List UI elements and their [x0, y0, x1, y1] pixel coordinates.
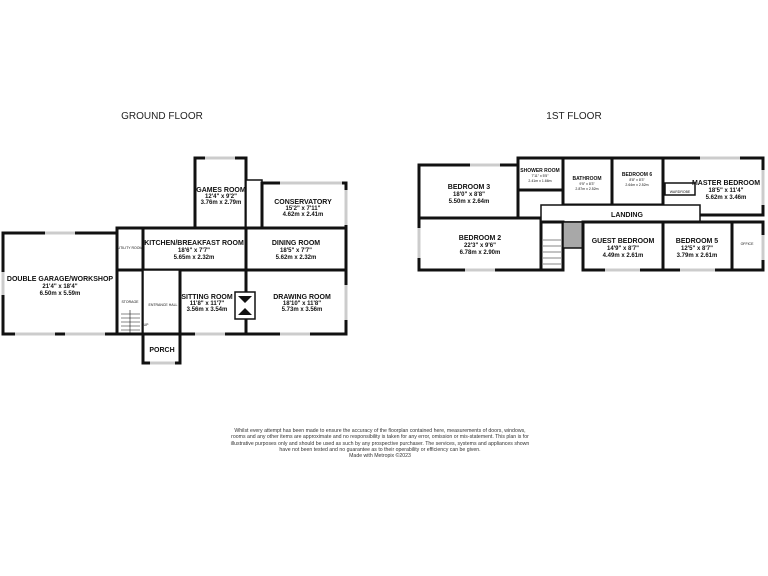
- porch-label: PORCH: [149, 347, 174, 354]
- games-label: GAMES ROOM: [196, 187, 246, 194]
- games-imperial: 12'4" x 9'2": [205, 194, 237, 200]
- kitchen-label: KITCHEN/BREAKFAST ROOM: [144, 240, 244, 247]
- utility-label: UTILITY ROOM: [118, 246, 143, 250]
- entrance-hall-room: [142, 269, 181, 335]
- wardrobe-label: WARDROBE: [670, 190, 691, 194]
- sitting-imperial: 11'8" x 11'7": [190, 301, 225, 307]
- guest-bedroom-room: [581, 220, 665, 272]
- bedroom-3-label: BEDROOM 3: [448, 184, 491, 191]
- storage-label: STORAGE: [121, 300, 139, 304]
- bedroom-6-metric: 2.64m x 2.52m: [625, 183, 648, 187]
- ground-floor-title: GROUND FLOOR: [121, 111, 203, 122]
- porch-room: [141, 332, 182, 365]
- bedroom-5-label: BEDROOM 5: [676, 238, 719, 245]
- bathroom-label: BATHROOM: [572, 176, 601, 182]
- drawing-metric: 5.73m x 3.56m: [282, 307, 323, 313]
- stairs-down-label: DOWN: [545, 220, 557, 224]
- landing-label: LANDING: [611, 212, 643, 219]
- bedroom-3-imperial: 18'0" x 8'8": [453, 192, 485, 198]
- bedroom-2-label: BEDROOM 2: [459, 235, 502, 242]
- garage-metric: 6.50m x 5.59m: [40, 291, 81, 297]
- drawing-label: DRAWING ROOM: [273, 294, 331, 301]
- sitting-metric: 3.56m x 3.54m: [187, 307, 228, 313]
- shower-room: [516, 156, 565, 192]
- conservatory-imperial: 15'2" x 7'11": [286, 206, 321, 212]
- guest-imperial: 14'9" x 8'7": [607, 246, 639, 252]
- conservatory-metric: 4.62m x 2.41m: [283, 212, 324, 218]
- bedroom-5-metric: 3.79m x 2.61m: [677, 253, 718, 259]
- dining-room: [244, 226, 348, 272]
- disclaimer: Whilst every attempt has been made to en…: [230, 428, 530, 459]
- dining-imperial: 18'5" x 7'7": [280, 248, 312, 254]
- bedroom-2-imperial: 22'3" x 9'6": [464, 243, 496, 249]
- sitting-label: SITTING ROOM: [181, 294, 233, 301]
- bathroom-room: [561, 156, 614, 207]
- wardrobe: [664, 182, 696, 196]
- dining-label: DINING ROOM: [272, 240, 320, 247]
- kitchen-imperial: 18'6" x 7'7": [178, 248, 210, 254]
- shower-metric: 2.41m x 1.66m: [528, 179, 551, 183]
- bedroom-2-metric: 6.78m x 2.90m: [460, 250, 501, 256]
- bedroom-3-metric: 5.50m x 2.64m: [449, 199, 490, 205]
- conservatory-label: CONSERVATORY: [274, 199, 332, 206]
- shower-imperial: 7'11" x 5'5": [532, 174, 550, 178]
- garage-label: DOUBLE GARAGE/WORKSHOP: [7, 276, 114, 283]
- shower-label: SHOWER ROOM: [520, 168, 559, 174]
- stairs-up-label: UP: [144, 323, 150, 327]
- ground-floor-plan: DOUBLE GARAGE/WORKSHOP 21'4" x 18'4" 6.5…: [1, 156, 348, 365]
- guest-label: GUEST BEDROOM: [592, 238, 655, 245]
- master-imperial: 18'5" x 11'4": [709, 188, 744, 194]
- airing-cupboard: [562, 221, 584, 249]
- first-floor-plan: BEDROOM 3 18'0" x 8'8" 5.50m x 2.64m BED…: [417, 156, 765, 272]
- first-floor-title: 1ST FLOOR: [546, 111, 601, 122]
- cupboard: [245, 179, 263, 229]
- stairs-icon: [543, 239, 561, 265]
- office-label: OFFICE: [741, 242, 754, 246]
- disclaimer-text: Whilst every attempt has been made to en…: [230, 428, 530, 453]
- credit-text: Made with Metropix ©2023: [349, 453, 411, 460]
- kitchen-room: [141, 226, 248, 272]
- dining-metric: 5.62m x 2.32m: [276, 255, 317, 261]
- bedroom-6-imperial: 8'8" x 8'3": [629, 178, 645, 182]
- office-room: [730, 220, 765, 272]
- hall-label: ENTRANCE HALL: [149, 303, 178, 307]
- bathroom-imperial: 9'5" x 8'3": [579, 182, 595, 186]
- guest-metric: 4.49m x 2.61m: [603, 253, 644, 259]
- kitchen-metric: 5.65m x 2.32m: [174, 255, 215, 261]
- bathroom-metric: 2.87m x 2.52m: [575, 187, 598, 191]
- drawing-imperial: 18'10" x 11'8": [283, 301, 321, 307]
- bedroom-6-label: BEDROOM 6: [622, 172, 653, 178]
- fireplace-icon: [238, 296, 252, 315]
- garage-imperial: 21'4" x 18'4": [42, 284, 77, 290]
- fireplace: [234, 291, 256, 320]
- master-label: MASTER BEDROOM: [692, 180, 760, 187]
- stairs-icon: [121, 310, 140, 334]
- bedroom-5-imperial: 12'5" x 8'7": [681, 246, 713, 252]
- bedroom-5-room: [661, 220, 734, 272]
- master-metric: 5.62m x 3.46m: [706, 195, 747, 201]
- games-metric: 3.76m x 2.79m: [201, 200, 242, 206]
